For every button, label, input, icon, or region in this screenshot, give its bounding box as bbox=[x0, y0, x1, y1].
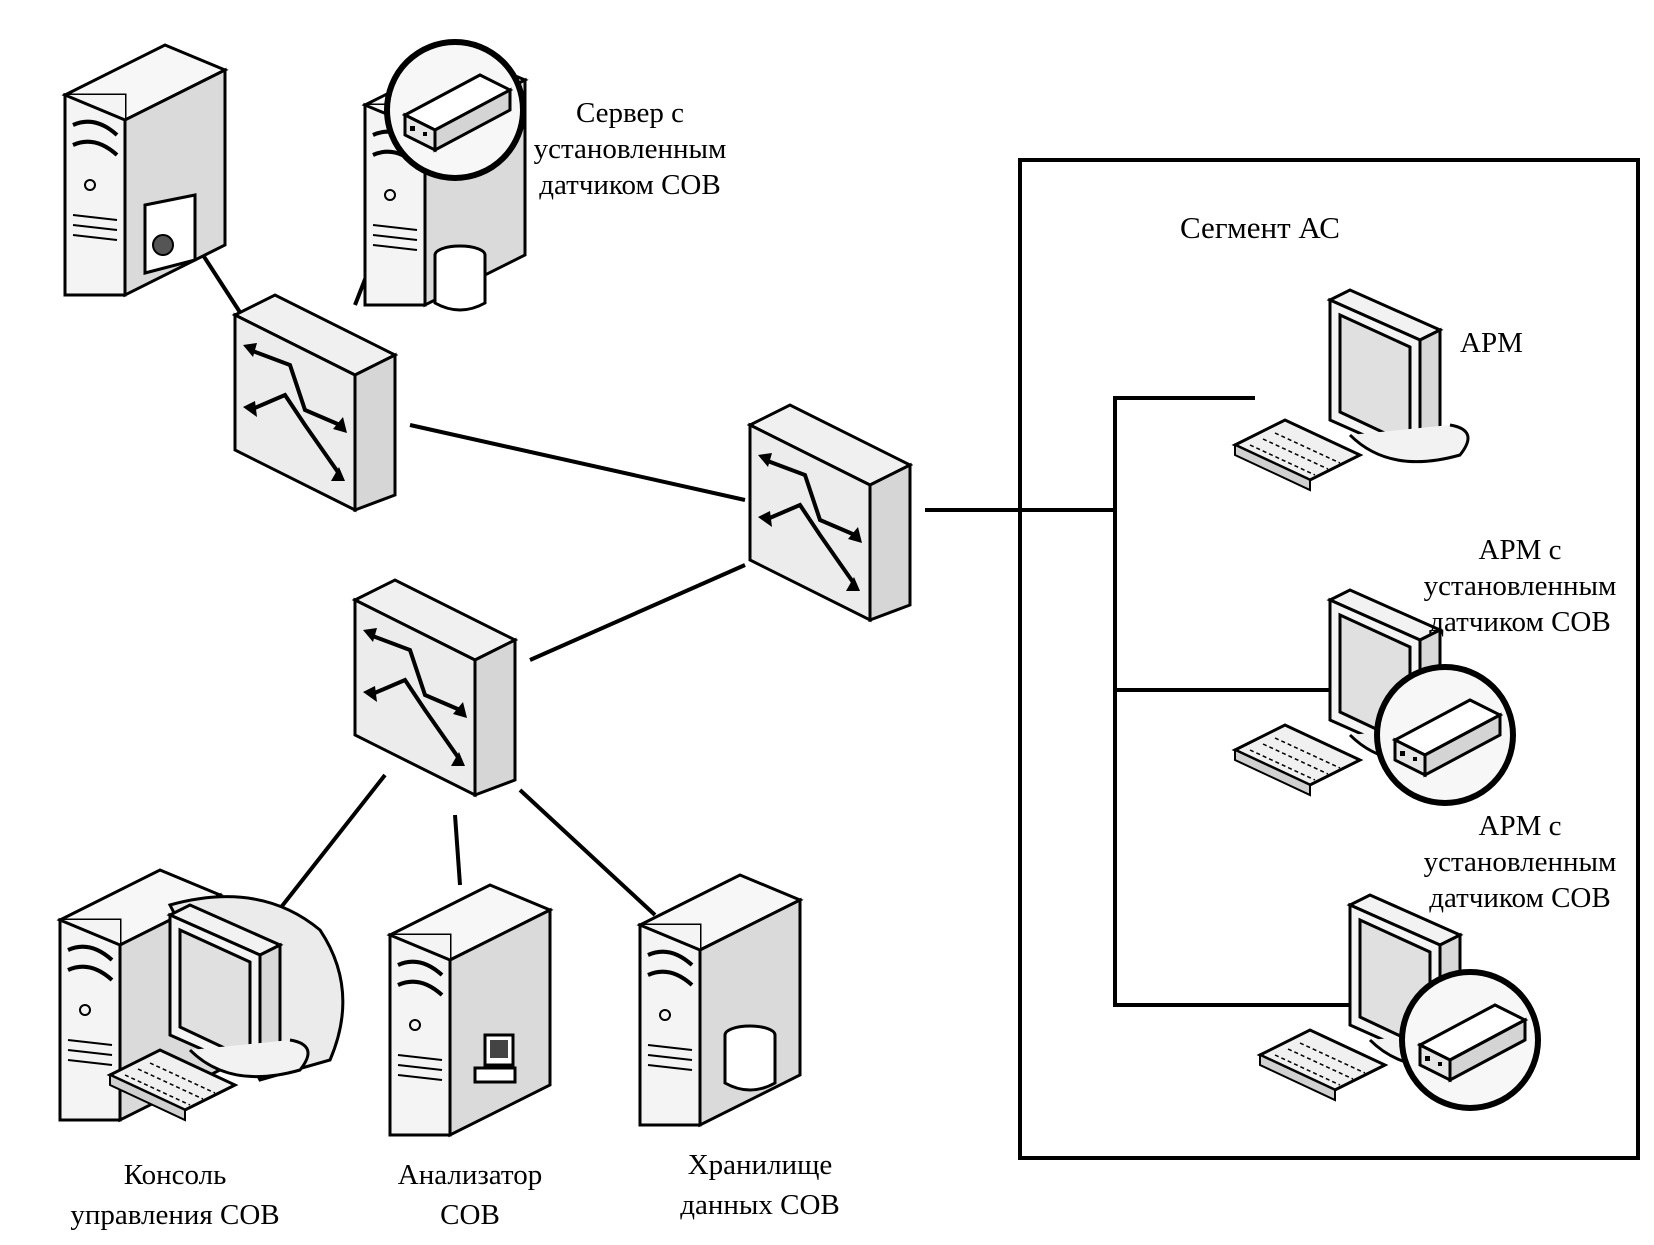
globe-icon bbox=[143, 193, 197, 275]
connection-lines bbox=[188, 227, 1370, 1007]
network-switch-top bbox=[233, 293, 397, 512]
workstation-sensor-2-label: АРМ с установленным датчиком СОВ bbox=[1423, 810, 1617, 914]
ids-sensor-icon bbox=[1402, 972, 1538, 1108]
server-with-sensor-icon bbox=[363, 42, 527, 312]
ids-sensor-icon bbox=[387, 42, 523, 178]
workstation-label: АРМ bbox=[1460, 327, 1523, 359]
server-sensor-label: Сервер с установленным датчиком СОВ bbox=[533, 97, 727, 201]
web-server-icon bbox=[63, 43, 227, 297]
storage-icon bbox=[638, 873, 802, 1127]
segment-frame bbox=[1018, 158, 1640, 1160]
storage-label: Хранилище данных СОВ bbox=[680, 1149, 840, 1221]
network-switch-center bbox=[748, 403, 912, 622]
database-icon bbox=[723, 1024, 777, 1092]
analyzer-icon bbox=[388, 883, 552, 1137]
workstation-with-sensor-2-icon bbox=[1258, 893, 1538, 1108]
database-icon bbox=[433, 244, 487, 312]
analyzer-label: Анализатор СОВ bbox=[397, 1159, 543, 1231]
segment-title: Сегмент АС bbox=[1180, 210, 1340, 245]
network-switch-bottom bbox=[353, 578, 517, 797]
workstation-sensor-1-label: АРМ с установленным датчиком СОВ bbox=[1423, 534, 1617, 638]
console-label: Консоль управления СОВ bbox=[70, 1159, 280, 1231]
workstation-icon bbox=[1233, 288, 1470, 492]
console-icon bbox=[58, 868, 345, 1122]
ids-sensor-icon bbox=[1377, 667, 1513, 803]
small-computer-icon bbox=[473, 1033, 517, 1084]
